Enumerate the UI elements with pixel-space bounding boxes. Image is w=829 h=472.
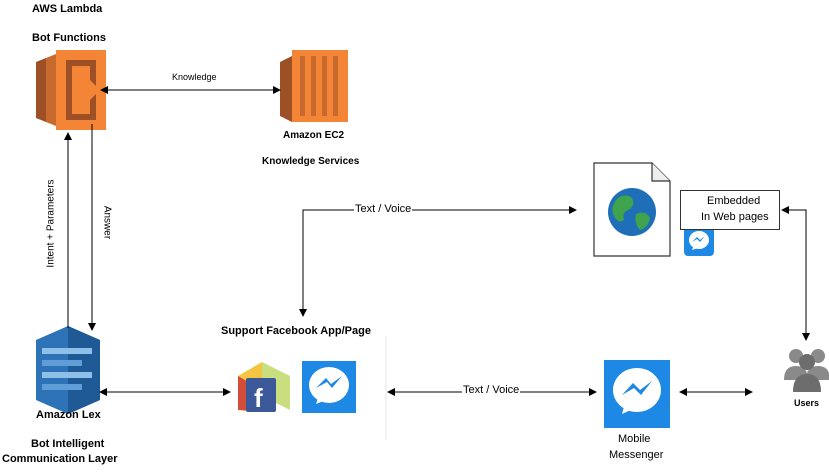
lex-subtitle-line2: Communication Layer	[2, 453, 118, 465]
edge-embedded-users	[781, 206, 810, 341]
lex-subtitle-line1: Bot Intelligent	[31, 438, 105, 450]
facebook-title: Support Facebook App/Page	[221, 325, 371, 337]
edge-text-voice-top	[299, 206, 577, 317]
mobile-messenger-icon	[604, 360, 670, 428]
aws-lambda-icon	[36, 50, 106, 130]
edge-label-text-voice-top: Text / Voice	[354, 203, 413, 215]
amazon-lex-icon	[36, 326, 100, 414]
embedded-line1: Embedded	[707, 195, 761, 207]
messenger-small-icon	[684, 226, 714, 256]
ec2-title: Amazon EC2	[283, 130, 345, 141]
edge-label-text-voice-bottom: Text / Voice	[462, 384, 521, 396]
webpage-document-icon	[593, 162, 671, 257]
svg-text:f: f	[254, 383, 263, 413]
mobile-line1: Mobile	[618, 433, 651, 445]
lambda-title: AWS Lambda	[32, 3, 103, 15]
facebook-app-icon: f	[238, 362, 290, 413]
lambda-subtitle: Bot Functions	[32, 32, 106, 44]
edge-label-intent: Intent + Parameters	[45, 179, 57, 268]
mobile-line2: Messenger	[609, 449, 664, 461]
amazon-ec2-icon	[280, 50, 348, 122]
lex-title: Amazon Lex	[36, 409, 101, 421]
ec2-subtitle: Knowledge Services	[262, 156, 360, 167]
edge-label-answer: Answer	[101, 205, 113, 240]
users-title: Users	[794, 398, 820, 408]
edge-label-knowledge: Knowledge	[172, 72, 217, 82]
embedded-box	[680, 190, 780, 230]
embedded-line2: In Web pages	[701, 211, 769, 223]
users-icon	[784, 349, 829, 392]
messenger-support-icon	[302, 361, 356, 413]
